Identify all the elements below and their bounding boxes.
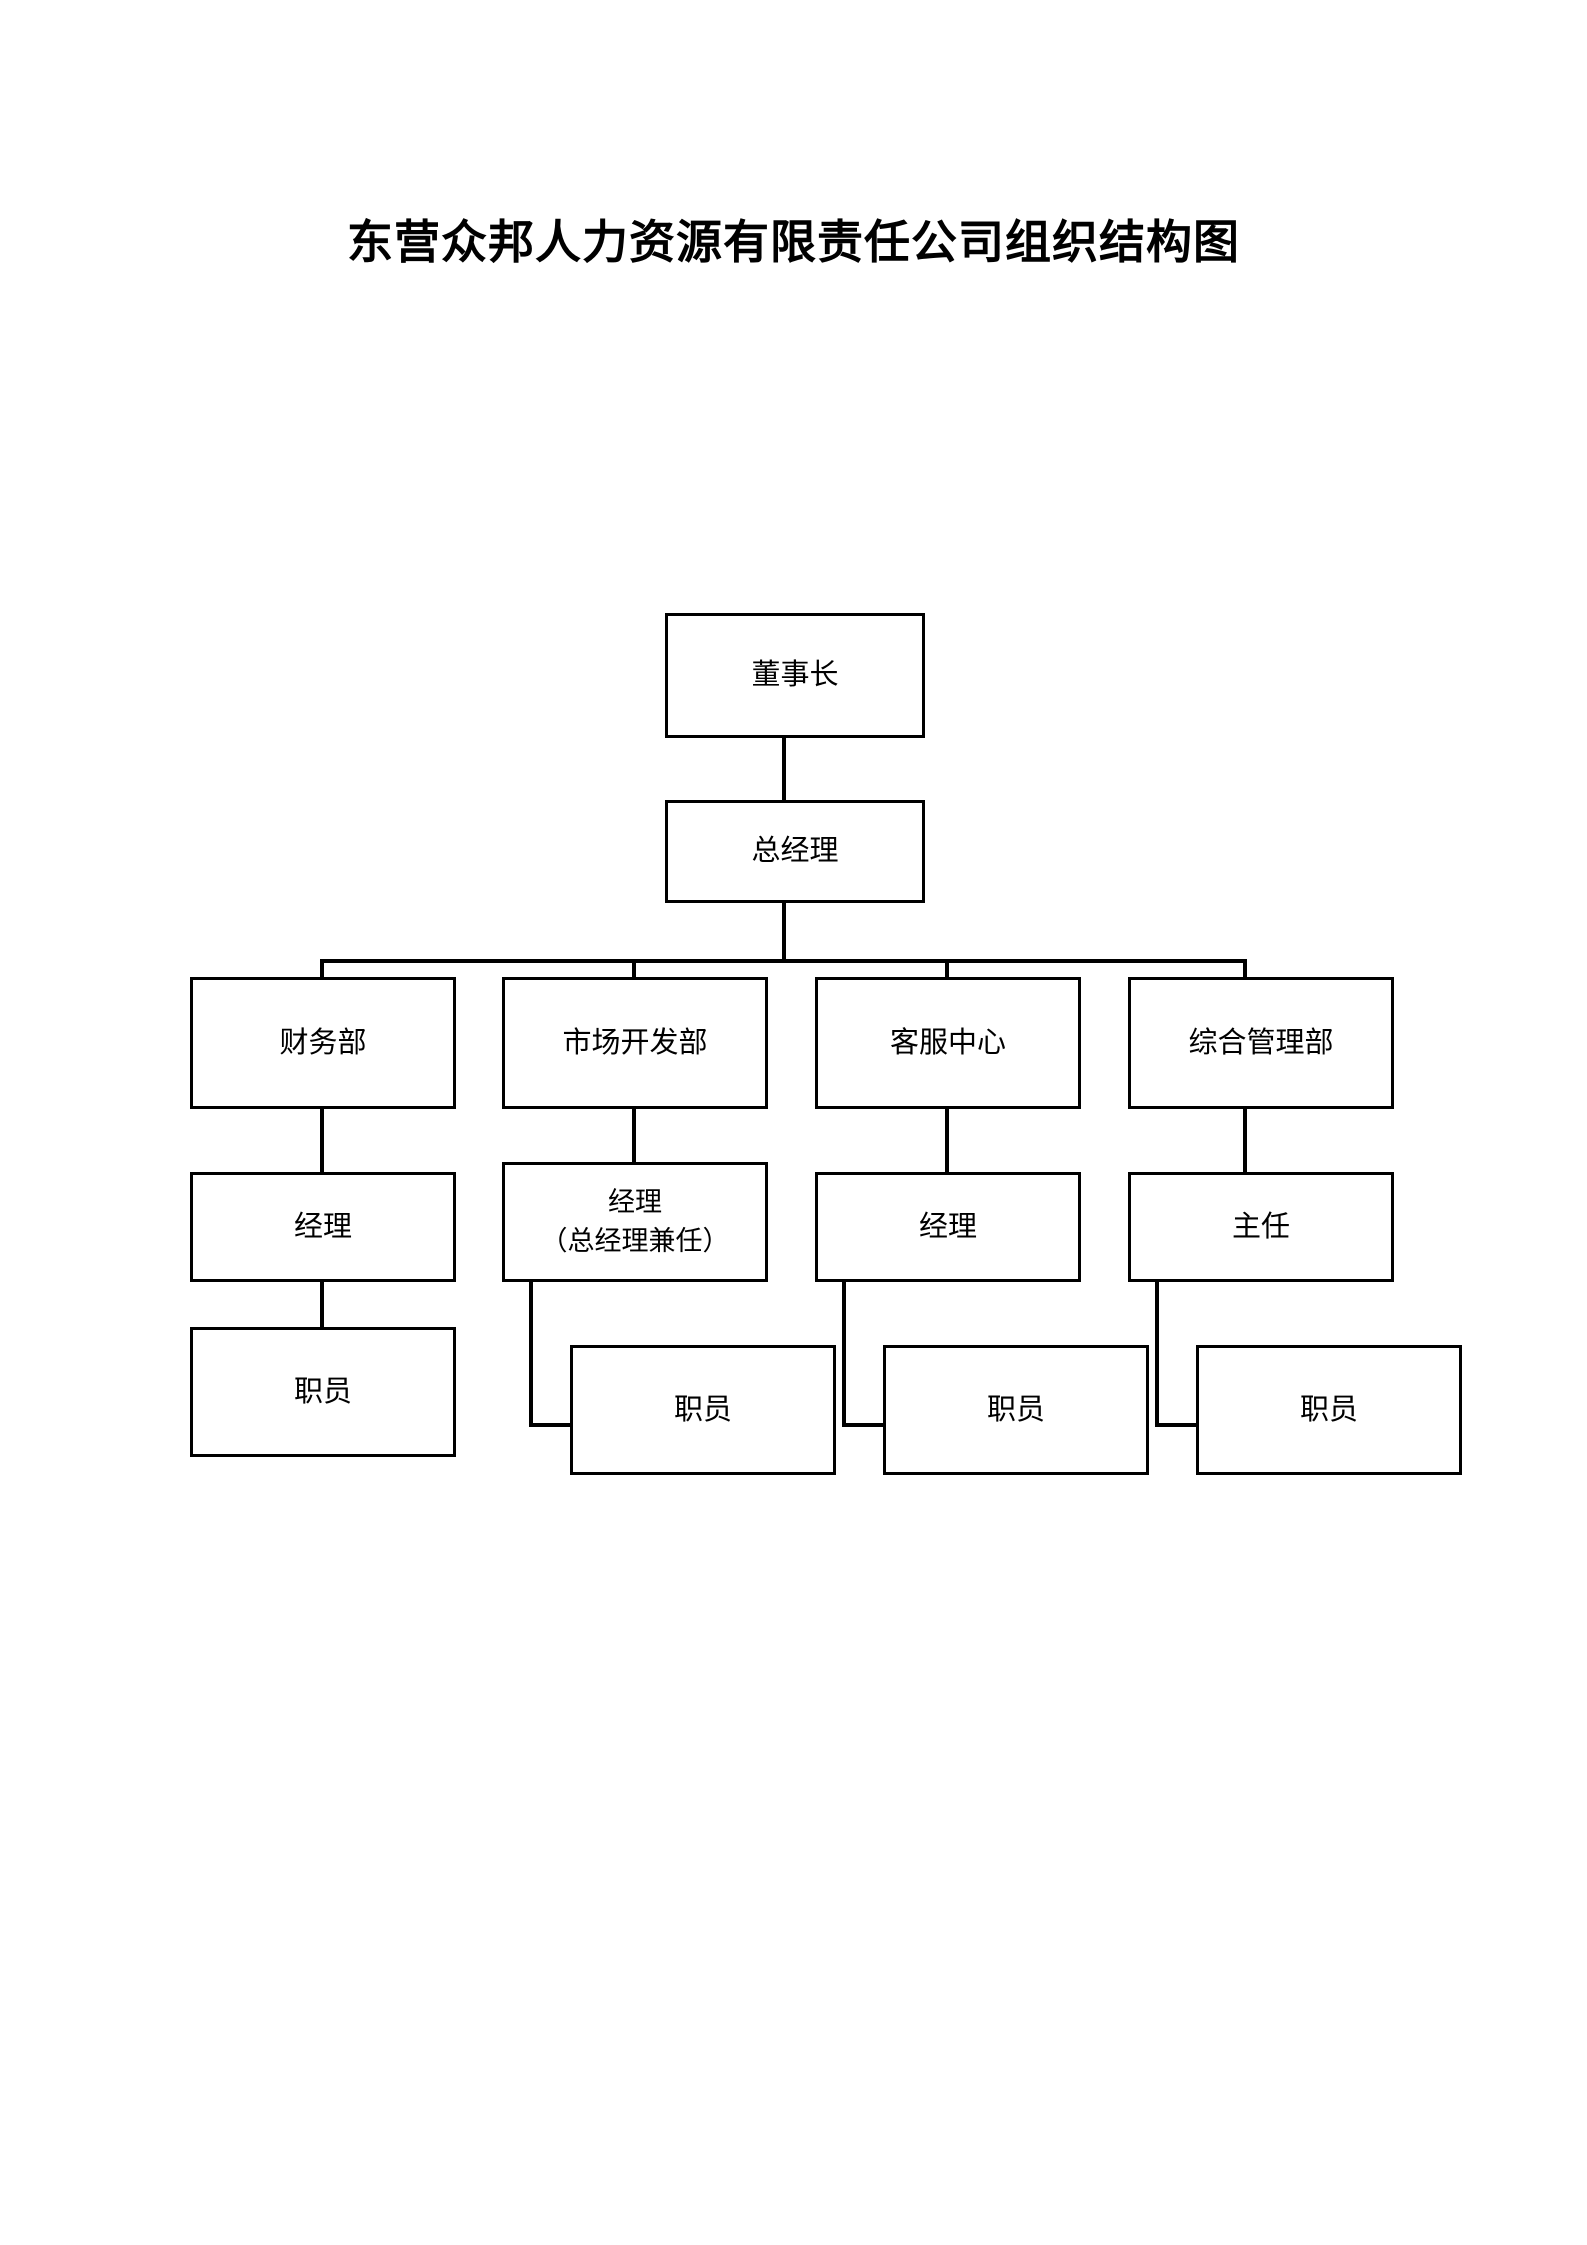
connector-gm-drop [782,900,786,962]
node-head-service[interactable]: 经理 [815,1172,1081,1282]
node-staff-market-label: 职员 [673,1393,732,1426]
node-department-admin[interactable]: 综合管理部 [1128,977,1394,1109]
node-staff-market[interactable]: 职员 [570,1345,836,1475]
node-department-service-label: 客服中心 [889,1026,1006,1059]
node-department-admin-label: 综合管理部 [1188,1026,1334,1059]
page-title: 东营众邦人力资源有限责任公司组织结构图 [347,216,1240,268]
connector-market-head-to-staff-vertical [529,1279,533,1427]
node-head-finance-label: 经理 [293,1210,352,1243]
node-department-finance-label: 财务部 [279,1026,367,1059]
node-department-finance[interactable]: 财务部 [190,977,456,1109]
node-chairman-label: 董事长 [751,659,839,692]
node-chairman[interactable]: 董事长 [665,613,925,738]
node-staff-service[interactable]: 职员 [883,1345,1149,1475]
node-department-market-label: 市场开发部 [562,1026,708,1059]
node-staff-service-label: 职员 [986,1393,1045,1426]
node-head-service-label: 经理 [918,1210,977,1243]
node-staff-admin-label: 职员 [1299,1393,1358,1426]
connector-service-to-head [945,1106,949,1174]
node-staff-finance-label: 职员 [293,1375,352,1408]
connector-admin-head-to-staff-vertical [1155,1279,1159,1427]
node-department-service[interactable]: 客服中心 [815,977,1081,1109]
connector-finance-head-to-staff [320,1279,324,1330]
node-head-admin[interactable]: 主任 [1128,1172,1394,1282]
connector-chairman-to-gm [782,735,786,803]
connector-finance-to-head [320,1106,324,1174]
connector-service-head-to-staff-vertical [842,1279,846,1427]
node-staff-admin[interactable]: 职员 [1196,1345,1462,1475]
node-head-finance[interactable]: 经理 [190,1172,456,1282]
node-department-market[interactable]: 市场开发部 [502,977,768,1109]
node-head-admin-label: 主任 [1231,1210,1290,1243]
connector-market-to-head [632,1106,636,1164]
node-head-market[interactable]: 经理 （总经理兼任） [502,1162,768,1282]
connector-admin-to-head [1243,1106,1247,1174]
node-head-market-label: 经理 （总经理兼任） [540,1186,730,1256]
node-general-manager[interactable]: 总经理 [665,800,925,903]
connector-department-bus [320,959,1247,963]
node-staff-finance[interactable]: 职员 [190,1327,456,1457]
node-general-manager-label: 总经理 [751,835,839,868]
